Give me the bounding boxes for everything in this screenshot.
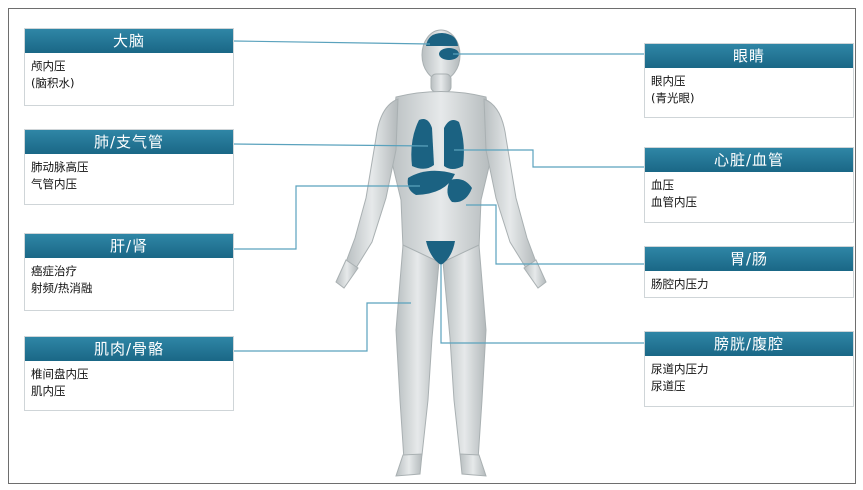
heart-vessel-card-line: 血管内压 [651,194,847,211]
muscle-bone-card-title: 肌肉/骨骼 [25,337,233,361]
bladder-abdomen-card: 膀胱/腹腔 尿道内压力 尿道压 [644,331,854,407]
liver-kidney-card-line: 癌症治疗 [31,263,227,280]
bladder-abdomen-card-line: 尿道内压力 [651,361,847,378]
heart-vessel-card: 心脏/血管 血压 血管内压 [644,147,854,223]
brain-connector [233,41,430,44]
brain-card-line: 颅内压 [31,58,227,75]
left-foot [396,454,422,476]
eye-card-line: 眼内压 [651,73,847,90]
left-arm [346,99,398,268]
neck [431,74,451,92]
lung-card: 肺/支气管 肺动脉高压 气管内压 [24,129,234,205]
right-foot [460,454,486,476]
liver-kidney-card: 肝/肾 癌症治疗 射频/热消融 [24,233,234,311]
stomach-intestine-card-title: 胃/肠 [645,247,853,271]
left-leg [396,245,439,460]
stomach-intestine-card: 胃/肠 肠腔内压力 [644,246,854,298]
stomach-connector [466,205,644,264]
muscle-bone-card: 肌肉/骨骼 椎间盘内压 肌内压 [24,336,234,411]
liver-connector [233,186,420,249]
muscle-bone-card-line: 肌内压 [31,383,227,400]
heart-vessel-card-title: 心脏/血管 [645,148,853,172]
lung-card-line: 气管内压 [31,176,227,193]
heart-vessel-card-line: 血压 [651,177,847,194]
eye-card-title: 眼睛 [645,44,853,68]
eye-card-line: (青光眼) [651,90,847,107]
muscle-bone-card-line: 椎间盘内压 [31,366,227,383]
brain-card-line: (脑积水) [31,75,227,92]
muscle-connector [233,303,411,351]
brain-card-title: 大脑 [25,29,233,53]
liver-kidney-card-title: 肝/肾 [25,234,233,258]
bladder-abdomen-card-title: 膀胱/腹腔 [645,332,853,356]
bladder-abdomen-card-line: 尿道压 [651,378,847,395]
right-leg [443,245,486,460]
brain-card: 大脑 颅内压 (脑积水) [24,28,234,106]
lung-card-title: 肺/支气管 [25,130,233,154]
right-arm [484,99,536,268]
eye-card: 眼睛 眼内压 (青光眼) [644,43,854,118]
lung-card-line: 肺动脉高压 [31,159,227,176]
stomach-intestine-card-line: 肠腔内压力 [651,276,847,293]
liver-kidney-card-line: 射频/热消融 [31,280,227,297]
